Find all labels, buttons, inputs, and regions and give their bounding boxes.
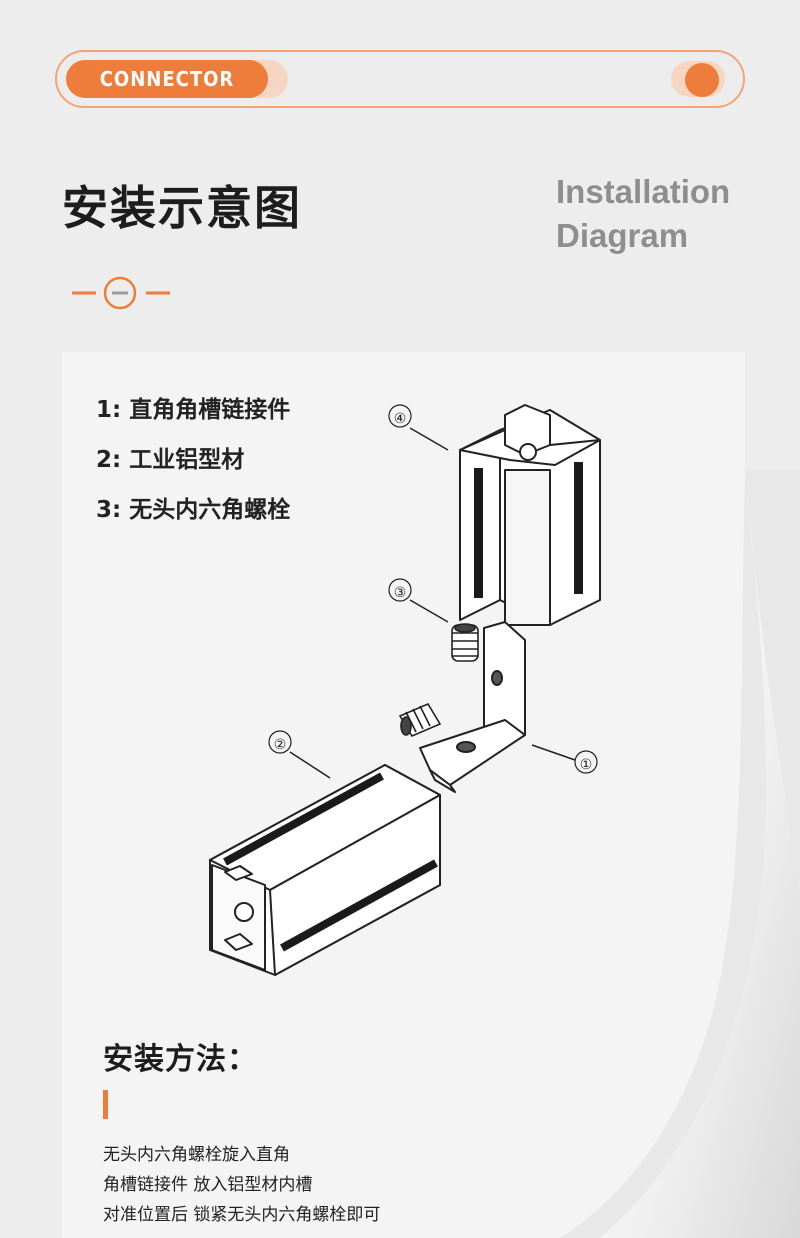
legend-item: 1: 直角角槽链接件 — [96, 397, 291, 423]
legend-item: 3: 无头内六角螺栓 — [96, 497, 291, 523]
page-title-en: Installation Diagram — [556, 170, 730, 258]
callout-label: ① — [580, 757, 593, 773]
callout-label: ② — [274, 737, 287, 753]
title-en-line2: Diagram — [556, 217, 689, 254]
divider-ornament-icon — [72, 276, 170, 310]
page-title: 安装示意图 — [62, 181, 302, 235]
connector-badge: CONNECTOR — [66, 60, 268, 98]
vertical-aluminum-profile-icon — [459, 404, 601, 626]
corner-bracket-icon — [419, 621, 526, 793]
toggle-knob-icon — [685, 63, 719, 97]
horizontal-aluminum-profile-icon — [209, 764, 441, 976]
method-title: 安装方法： — [103, 1042, 258, 1077]
method-step: 无头内六角螺栓旋入直角 — [103, 1145, 290, 1165]
callout-circle-icon — [388, 578, 412, 602]
method-accent-bar — [103, 1090, 108, 1119]
method-step: 角槽链接件 放入铝型材内槽 — [103, 1175, 313, 1195]
set-screw-icon — [451, 623, 479, 662]
parts-legend: 1: 直角角槽链接件 2: 工业铝型材 3: 无头内六角螺栓 — [96, 392, 290, 542]
legend-item: 2: 工业铝型材 — [96, 447, 245, 473]
callout-label: ④ — [394, 411, 407, 427]
method-step: 对准位置后 锁紧无头内六角螺栓即可 — [103, 1205, 381, 1225]
callout-circle-icon — [574, 750, 598, 774]
callout-circle-icon — [388, 404, 412, 428]
set-screw-icon — [398, 702, 442, 738]
header-pill: CONNECTOR — [55, 50, 745, 108]
callout-circle-icon — [268, 730, 292, 754]
method-steps: 无头内六角螺栓旋入直角 角槽链接件 放入铝型材内槽 对准位置后 锁紧无头内六角螺… — [103, 1140, 380, 1230]
callout-label: ③ — [394, 585, 407, 601]
title-en-line1: Installation — [556, 173, 731, 210]
